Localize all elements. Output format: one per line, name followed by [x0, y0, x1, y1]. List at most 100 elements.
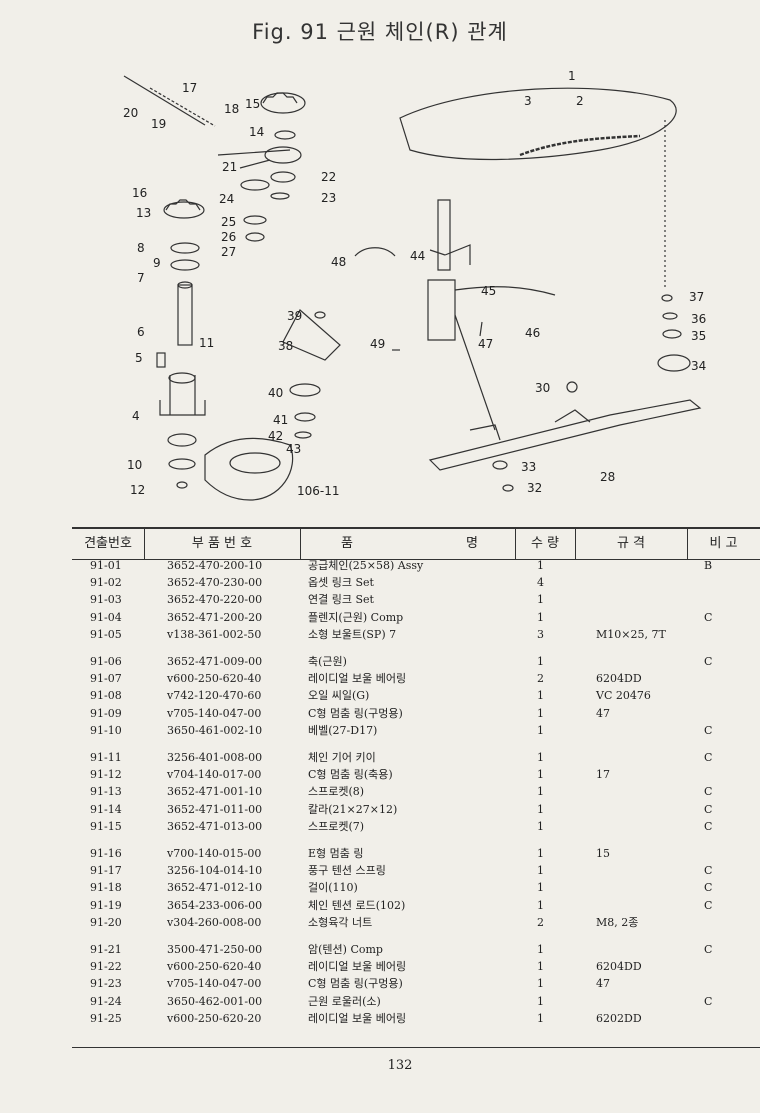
row-index: 91-13 [90, 785, 122, 799]
row-name: E형 멈춤 링 [308, 847, 364, 860]
row-index: 91-01 [90, 559, 122, 572]
row-part-number: v304-260-008-00 [167, 915, 262, 929]
row-part-number: v705-140-047-00 [167, 977, 262, 991]
row-quantity: 3 [537, 627, 544, 641]
row-index: 91-14 [90, 802, 122, 816]
row-part-number: v700-140-015-00 [167, 847, 262, 860]
row-quantity: 1 [537, 768, 544, 782]
row-part-number: 3650-461-002-10 [167, 723, 263, 737]
row-quantity: 1 [537, 994, 544, 1008]
row-quantity: 1 [537, 706, 544, 720]
row-part-number: 3652-470-200-10 [167, 559, 263, 572]
svg-text:28: 28 [600, 470, 615, 484]
row-note: B [704, 559, 713, 572]
row-note: C [704, 881, 713, 895]
row-index: 91-24 [90, 994, 122, 1008]
row-index: 91-16 [90, 847, 122, 860]
svg-text:9: 9 [153, 256, 161, 270]
row-note: C [704, 819, 713, 833]
svg-text:106-11: 106-11 [297, 484, 340, 498]
row-name: 옵셋 링크 Set [308, 576, 374, 590]
svg-text:41: 41 [273, 413, 288, 427]
svg-text:38: 38 [278, 339, 293, 353]
row-part-number: 3500-471-250-00 [167, 943, 263, 956]
page-number: 132 [387, 1058, 413, 1073]
row-note: C [704, 994, 713, 1008]
row-name: 축(근원) [308, 655, 347, 668]
row-note: C [704, 802, 713, 816]
row-index: 91-05 [90, 627, 122, 641]
row-spec: M8, 2종 [596, 915, 639, 929]
svg-text:43: 43 [286, 442, 301, 456]
row-name: C형 멈춤 링(구멍용) [308, 977, 403, 991]
row-part-number: v704-140-017-00 [167, 768, 262, 782]
svg-text:8: 8 [137, 241, 145, 255]
row-index: 91-25 [90, 1011, 122, 1025]
row-part-number: 3652-471-012-10 [167, 881, 263, 895]
row-quantity: 1 [537, 943, 544, 956]
svg-text:32: 32 [527, 481, 542, 495]
row-part-number: 3256-401-008-00 [167, 751, 263, 764]
row-index: 91-08 [90, 689, 122, 703]
row-part-number: v600-250-620-20 [167, 1011, 262, 1025]
row-index: 91-22 [90, 960, 122, 974]
table-bottom-rule [72, 1047, 760, 1048]
row-index: 91-03 [90, 593, 122, 607]
row-spec: 47 [596, 706, 610, 720]
svg-text:1: 1 [568, 69, 576, 83]
row-name: 공급체인(25×58) Assy [308, 559, 424, 572]
row-part-number: 3652-471-013-00 [167, 819, 263, 833]
row-index: 91-12 [90, 768, 122, 782]
svg-text:11: 11 [199, 336, 214, 350]
row-quantity: 1 [537, 689, 544, 703]
row-quantity: 1 [537, 960, 544, 974]
row-name: 체인 텐션 로드(102) [308, 898, 406, 912]
row-name: 플렌지(근원) Comp [308, 610, 404, 624]
row-name: 암(텐션) Comp [308, 943, 383, 956]
svg-text:45: 45 [481, 284, 496, 298]
svg-text:16: 16 [132, 186, 147, 200]
row-note: C [704, 610, 713, 624]
row-quantity: 1 [537, 593, 544, 607]
svg-text:17: 17 [182, 81, 197, 95]
row-index: 91-09 [90, 706, 122, 720]
row-name: 레이디얼 보울 베어링 [308, 960, 407, 974]
row-note: C [704, 898, 713, 912]
row-part-number: 3652-471-200-20 [167, 610, 263, 624]
row-quantity: 1 [537, 785, 544, 799]
svg-text:23: 23 [321, 191, 336, 205]
svg-text:25: 25 [221, 215, 236, 229]
row-note: C [704, 943, 713, 956]
svg-text:27: 27 [221, 245, 236, 259]
row-quantity: 1 [537, 819, 544, 833]
row-spec: VC 20476 [596, 689, 651, 703]
svg-text:5: 5 [135, 351, 143, 365]
row-part-number: 3650-462-001-00 [167, 994, 263, 1008]
row-name: 스프로켓(8) [308, 785, 365, 799]
row-quantity: 1 [537, 864, 544, 878]
row-note: C [704, 785, 713, 799]
row-index: 91-06 [90, 655, 122, 668]
row-name: 체인 기어 키이 [308, 751, 376, 764]
row-spec: 17 [596, 768, 610, 782]
row-quantity: 1 [537, 723, 544, 737]
header-note: 비 고 [709, 536, 738, 551]
row-note: C [704, 864, 713, 878]
row-name: 걸이(110) [308, 881, 358, 895]
svg-text:3: 3 [524, 94, 532, 108]
row-index: 91-23 [90, 977, 122, 991]
svg-text:12: 12 [130, 483, 145, 497]
row-quantity: 1 [537, 847, 544, 860]
svg-text:30: 30 [535, 381, 550, 395]
svg-text:15: 15 [245, 97, 260, 111]
row-part-number: 3652-471-009-00 [167, 655, 263, 668]
header-part-number: 부 품 번 호 [191, 536, 253, 551]
row-name: C형 멈춤 링(축용) [308, 768, 393, 782]
